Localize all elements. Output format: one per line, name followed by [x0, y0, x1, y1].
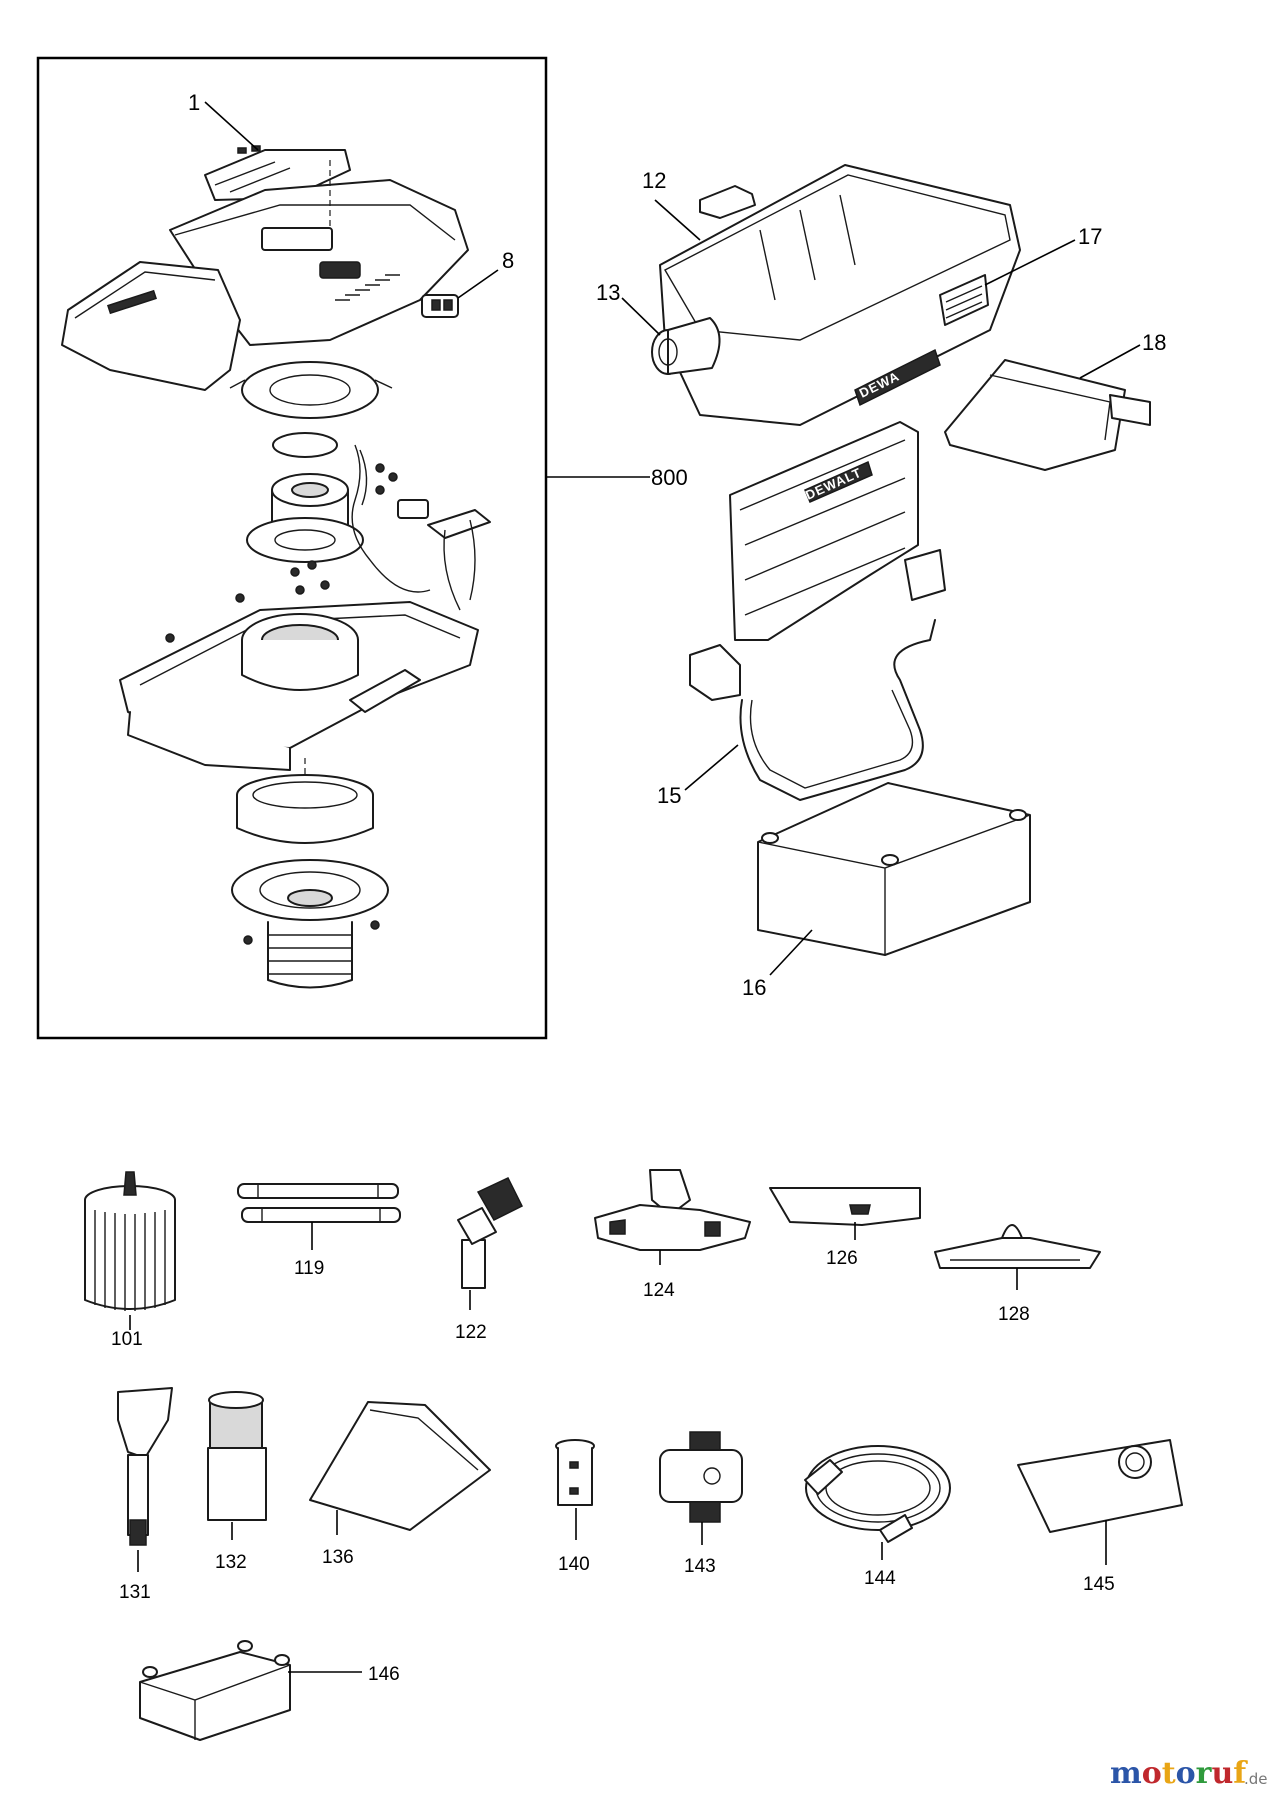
part-132-fine-filter — [207, 1391, 267, 1521]
part-122-brush-tool — [457, 1177, 524, 1289]
part-145-dust-bag — [1017, 1439, 1183, 1533]
motor-head-front-cover — [61, 261, 241, 391]
callout-145: 145 — [1083, 1574, 1115, 1595]
motoruf-watermark: motoruf .de — [1110, 1756, 1268, 1791]
part-101-cartridge-filter — [84, 1171, 176, 1311]
callout-17: 17 — [1078, 224, 1102, 249]
callout-124: 124 — [643, 1280, 675, 1301]
watermark-letter: o — [1176, 1756, 1196, 1791]
callout-132: 132 — [215, 1552, 247, 1573]
flange-ring — [229, 361, 393, 419]
part-143-holder — [659, 1431, 743, 1523]
watermark-letter: u — [1211, 1756, 1233, 1791]
part-1-handle — [204, 145, 351, 201]
part-8-switch — [421, 294, 459, 318]
callout-800: 800 — [651, 465, 688, 490]
callout-8: 8 — [502, 248, 514, 273]
callout-13: 13 — [596, 280, 620, 305]
callout-131: 131 — [119, 1582, 151, 1603]
part-140-adapter — [555, 1439, 595, 1506]
part-119-extension-wands — [237, 1183, 401, 1223]
callout-143: 143 — [684, 1556, 716, 1577]
callout-136: 136 — [322, 1547, 354, 1568]
watermark-letter: m — [1110, 1756, 1142, 1791]
filter-cage — [231, 859, 389, 989]
seal-ring — [272, 432, 338, 458]
wiring-harness — [351, 444, 491, 611]
part-131-pivot-tool — [117, 1387, 173, 1546]
part-124-floor-tool — [594, 1169, 751, 1251]
part-146-box-insert — [139, 1640, 291, 1741]
callout-119: 119 — [294, 1258, 324, 1279]
part-18-tray — [944, 359, 1151, 471]
callout-1: 1 — [188, 90, 200, 115]
callout-146: 146 — [368, 1664, 400, 1685]
callout-126: 126 — [826, 1248, 858, 1269]
callout-122: 122 — [455, 1322, 487, 1343]
part-15-frame: DEWALT — [689, 421, 946, 801]
callout-15: 15 — [657, 783, 681, 808]
part-17-latch — [939, 274, 989, 326]
part-12-tank: DEWA — [659, 164, 1021, 426]
callout-128: 128 — [998, 1304, 1030, 1325]
callout-12: 12 — [642, 168, 666, 193]
watermark-letter: f — [1233, 1756, 1248, 1791]
callout-18: 18 — [1142, 330, 1166, 355]
base-plate — [119, 601, 479, 771]
assembly-frame — [36, 56, 548, 1040]
watermark-suffix: .de — [1244, 1770, 1268, 1788]
watermark-text: motoruf — [1110, 1756, 1248, 1791]
callout-140: 140 — [558, 1554, 590, 1575]
watermark-letter: o — [1142, 1756, 1162, 1791]
motor — [246, 473, 364, 563]
part-128-wide-nozzle — [934, 1224, 1101, 1269]
part-16-box — [757, 782, 1031, 956]
watermark-letter: r — [1196, 1756, 1213, 1791]
part-13-hose-inlet — [651, 317, 721, 375]
foam-filter — [236, 774, 374, 844]
callout-144: 144 — [864, 1568, 896, 1589]
part-126-crevice-tool — [769, 1187, 921, 1226]
callout-101: 101 — [111, 1329, 143, 1350]
part-136-cloth-bag — [309, 1401, 491, 1531]
watermark-letter: t — [1162, 1756, 1176, 1791]
callout-16: 16 — [742, 975, 766, 1000]
part-144-hose — [804, 1445, 951, 1543]
